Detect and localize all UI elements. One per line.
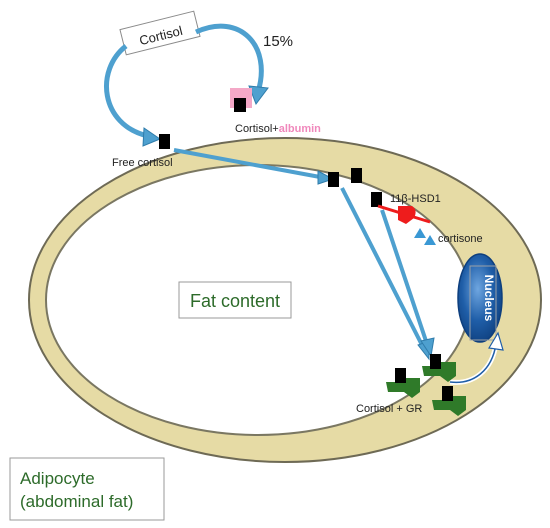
svg-text:Nucleus: Nucleus bbox=[482, 275, 496, 322]
percent-label: 15% bbox=[263, 33, 293, 50]
free-cortisol-molecule bbox=[159, 134, 170, 149]
cortisol-molecule-1 bbox=[328, 172, 339, 187]
enzyme-label: 11β-HSD1 bbox=[390, 193, 441, 205]
arrow-entry bbox=[173, 148, 321, 179]
cortisol-molecule-2 bbox=[351, 168, 362, 183]
fat-content-label: Fat content bbox=[178, 281, 292, 319]
svg-text:(abdominal fat): (abdominal fat) bbox=[20, 492, 133, 511]
arrow-to-nucleus-outline bbox=[449, 343, 497, 384]
cortisone-label: cortisone bbox=[438, 233, 483, 245]
free-cortisol-label: Free cortisol bbox=[112, 157, 173, 169]
arrow-to-albumin-head bbox=[248, 85, 269, 106]
gr-complex-2 bbox=[422, 354, 456, 382]
cortisol-molecule-3 bbox=[371, 192, 382, 207]
arrow-to-free-cortisol-head bbox=[142, 127, 162, 147]
arrow-to-free-cortisol bbox=[104, 44, 149, 139]
gr-complex-1 bbox=[386, 368, 420, 398]
adipocyte-label: Adipocyte (abdominal fat) bbox=[9, 457, 165, 521]
cortisol-gr-label: Cortisol + GR bbox=[356, 403, 422, 415]
arrow-to-albumin bbox=[194, 23, 264, 93]
arrow-to-nucleus-head bbox=[488, 331, 504, 351]
cortisol-albumin-label: Cortisol+albumin bbox=[235, 123, 321, 135]
svg-text:Fat content: Fat content bbox=[190, 291, 280, 311]
cortisone-triangle-1 bbox=[414, 228, 426, 238]
cortisone-triangle-2 bbox=[424, 235, 436, 245]
gr-complex-3 bbox=[432, 386, 466, 416]
nucleus: Nucleus bbox=[457, 253, 503, 343]
arrow-entry-head bbox=[317, 170, 335, 185]
cortisol-box: Cortisol bbox=[119, 10, 201, 56]
cortisol-albumin-complex bbox=[230, 88, 252, 112]
enzyme-icon bbox=[377, 204, 431, 224]
arrow-to-gr-2 bbox=[380, 209, 429, 345]
arrow-to-gr-1 bbox=[340, 187, 426, 350]
arrow-to-gr-2-head bbox=[420, 337, 435, 358]
svg-text:Adipocyte: Adipocyte bbox=[20, 469, 95, 488]
